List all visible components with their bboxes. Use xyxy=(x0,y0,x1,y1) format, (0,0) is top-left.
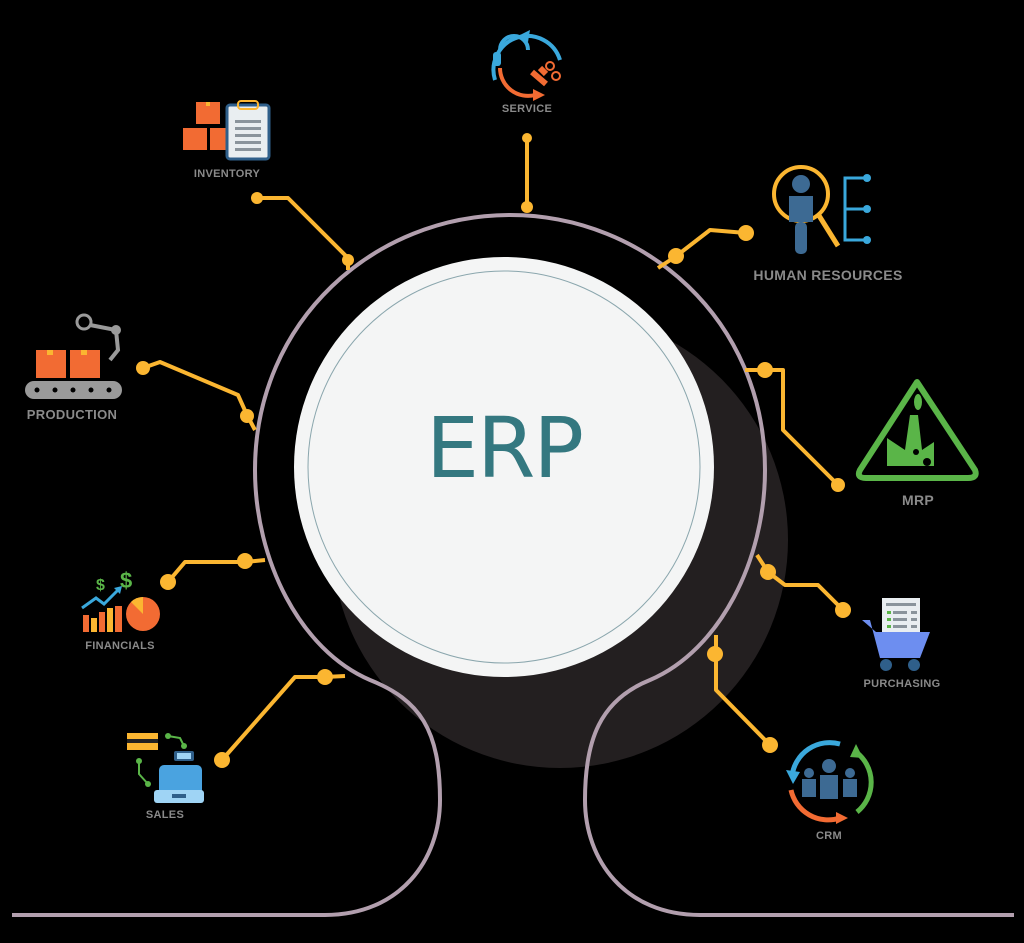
factory-triangle-icon xyxy=(855,379,979,481)
connector-financials xyxy=(166,558,266,584)
people-cycle-icon xyxy=(786,740,874,824)
center-circle xyxy=(294,257,714,677)
cash-register-icon xyxy=(127,733,204,803)
center-title: ERP xyxy=(425,399,584,497)
module-label-purchasing: PURCHASING xyxy=(863,678,941,690)
connector-production xyxy=(142,360,257,431)
module-label-service: SERVICE xyxy=(501,103,553,115)
connector-inventory xyxy=(257,196,350,270)
svg-text:$: $ xyxy=(120,568,132,593)
connector-dots xyxy=(136,133,851,768)
module-label-human-resources: HUMAN RESOURCES xyxy=(753,267,903,283)
module-label-mrp: MRP xyxy=(901,492,935,508)
svg-text:$: $ xyxy=(96,577,105,594)
shopping-cart-checklist-icon xyxy=(862,598,930,671)
outline-path xyxy=(12,212,1014,917)
magnifier-person-org-icon xyxy=(772,165,871,254)
conveyor-robot-arm-icon xyxy=(25,313,122,399)
module-label-production: PRODUCTION xyxy=(26,407,118,422)
finance-chart-icon: $ $ xyxy=(81,568,160,632)
module-label-crm: CRM xyxy=(816,830,842,842)
boxes-clipboard-icon xyxy=(183,100,271,161)
connector-hr xyxy=(656,228,747,270)
headset-wrench-cycle-icon xyxy=(491,30,562,101)
module-label-inventory: INVENTORY xyxy=(193,168,261,180)
connector-sales xyxy=(220,674,346,762)
module-label-financials: FINANCIALS xyxy=(85,640,155,652)
center-inner-ring xyxy=(307,270,701,664)
module-label-sales: SALES xyxy=(145,809,185,821)
